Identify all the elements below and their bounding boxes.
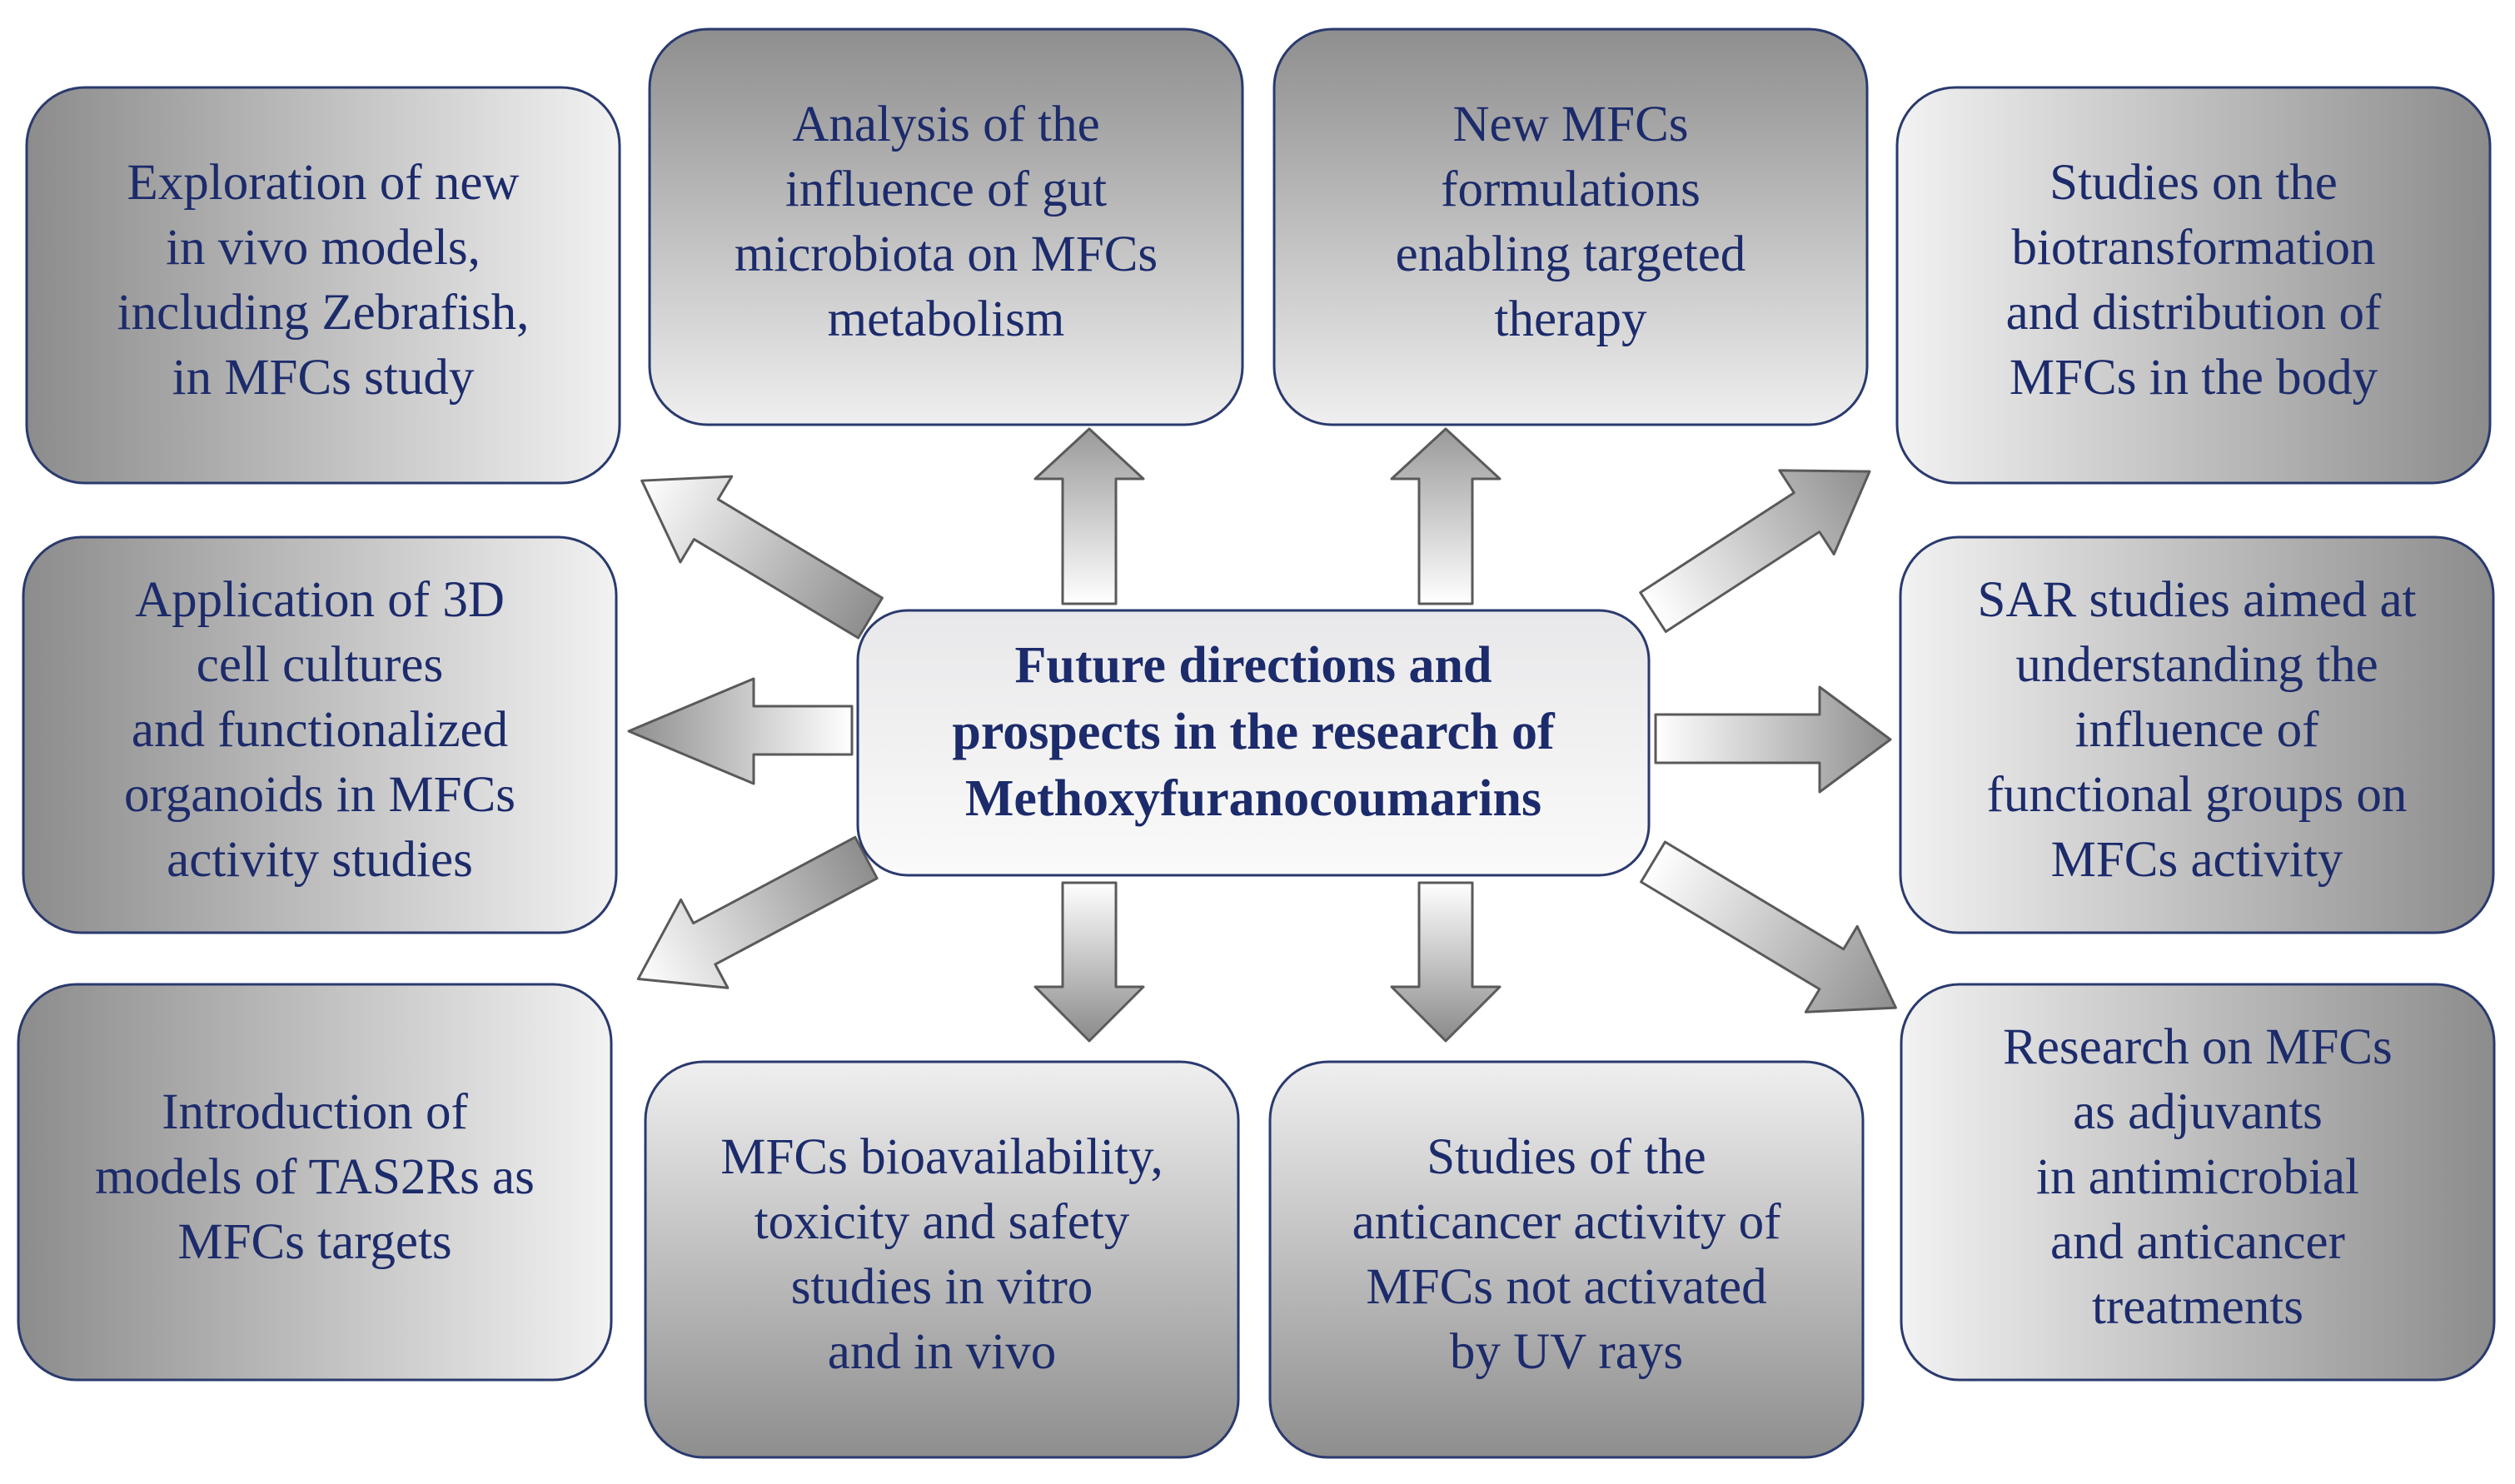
arrow-left	[627, 677, 854, 785]
arrow-down-left	[1033, 881, 1145, 1043]
box-adjuvants	[1900, 983, 2496, 1382]
box-sar-studies-text-line-4: functional groups on	[1987, 767, 2408, 823]
arrow-down-left-diagonal	[636, 835, 879, 989]
box-gut-microbiota-text-line-1: Analysis of the	[792, 97, 1099, 152]
arrow-down-right	[1390, 881, 1502, 1043]
box-adjuvants-text-line-5: treatments	[2092, 1279, 2303, 1335]
box-biotransformation-text-line-3: and distribution of	[2006, 285, 2382, 341]
box-anticancer-uv-text-line-2: anticancer activity of	[1352, 1194, 1782, 1250]
box-tas2rs-text-line-1: Introduction of	[162, 1084, 468, 1140]
box-gut-microbiota-text-line-4: metabolism	[828, 291, 1065, 347]
box-gut-microbiota	[648, 27, 1244, 426]
box-formulations-text-line-4: therapy	[1495, 291, 1647, 347]
arrow-up-left-diagonal	[640, 475, 884, 640]
box-zebrafish	[25, 86, 621, 485]
arrow-up-right	[1390, 427, 1502, 605]
box-biotransformation-text-line-1: Studies on the	[2049, 155, 2338, 211]
center-title-line-1: Future directions and	[1015, 637, 1492, 694]
arrow-right	[1654, 685, 1892, 794]
box-bioavailability	[644, 1060, 1240, 1459]
box-formulations	[1272, 27, 1869, 426]
center-title-line-3: Methoxyfuranocoumarins	[965, 770, 1541, 827]
box-3d-cultures-text-line-1: Application of 3D	[135, 572, 505, 628]
box-3d-cultures-text-line-4: organoids in MFCs	[124, 767, 515, 823]
box-adjuvants-text-line-2: as adjuvants	[2073, 1084, 2323, 1140]
center-title-line-2: prospects in the research of	[952, 704, 1556, 760]
box-gut-microbiota-text-line-2: influence of gut	[785, 162, 1107, 217]
box-zebrafish-text-line-2: in vivo models,	[166, 220, 481, 276]
box-bioavailability-text-line-3: studies in vitro	[791, 1259, 1093, 1315]
arrow-down-right-diagonal	[1640, 840, 1897, 1013]
box-gut-microbiota-text-line-3: microbiota on MFCs	[735, 227, 1158, 282]
box-anticancer-uv-text-line-1: Studies of the	[1427, 1129, 1706, 1185]
box-sar-studies-text-line-5: MFCs activity	[2051, 832, 2343, 888]
box-bioavailability-text-line-1: MFCs bioavailability,	[720, 1129, 1163, 1185]
box-adjuvants-text-line-3: in antimicrobial	[2036, 1149, 2359, 1205]
arrow-up-right-diagonal	[1639, 469, 1871, 633]
box-sar-studies-text-line-3: influence of	[2075, 702, 2320, 758]
box-3d-cultures-text-line-3: and functionalized	[132, 702, 508, 758]
box-anticancer-uv-text-line-3: MFCs not activated	[1366, 1259, 1766, 1315]
box-bioavailability-text-line-4: and in vivo	[828, 1324, 1056, 1380]
box-3d-cultures	[22, 535, 618, 934]
box-bioavailability-text-line-2: toxicity and safety	[754, 1194, 1130, 1250]
box-zebrafish-text-line-3: including Zebrafish,	[117, 285, 530, 341]
box-formulations-text-line-2: formulations	[1441, 162, 1701, 217]
center-box	[856, 609, 1651, 877]
arrow-up-left	[1033, 427, 1145, 605]
box-biotransformation	[1895, 86, 2492, 485]
box-anticancer-uv-text-line-4: by UV rays	[1450, 1324, 1683, 1380]
box-sar-studies	[1899, 535, 2495, 934]
box-tas2rs	[17, 983, 613, 1382]
box-3d-cultures-text-line-2: cell cultures	[197, 637, 443, 693]
box-3d-cultures-text-line-5: activity studies	[167, 832, 473, 888]
arrows-group	[627, 427, 1897, 1043]
box-tas2rs-text-line-3: MFCs targets	[177, 1214, 451, 1270]
box-sar-studies-text-line-1: SAR studies aimed at	[1978, 572, 2417, 628]
box-anticancer-uv	[1268, 1060, 1865, 1459]
box-zebrafish-text-line-4: in MFCs study	[172, 350, 475, 406]
box-adjuvants-text-line-4: and anticancer	[2050, 1214, 2345, 1270]
box-formulations-text-line-3: enabling targeted	[1396, 227, 1746, 282]
box-biotransformation-text-line-4: MFCs in the body	[2010, 350, 2378, 406]
box-biotransformation-text-line-2: biotransformation	[2011, 220, 2375, 276]
box-sar-studies-text-line-2: understanding the	[2015, 637, 2378, 693]
box-adjuvants-text-line-1: Research on MFCs	[2003, 1019, 2393, 1075]
box-tas2rs-text-line-2: models of TAS2Rs as	[95, 1149, 535, 1205]
box-zebrafish-text-line-1: Exploration of new	[127, 155, 520, 211]
box-formulations-text-line-1: New MFCs	[1452, 97, 1688, 152]
